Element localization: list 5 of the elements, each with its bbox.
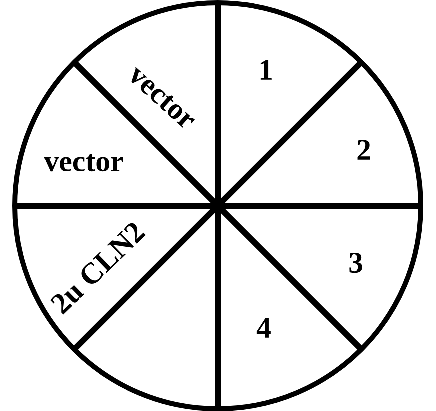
sector-label: vector (44, 154, 124, 172)
sector-label: 2 (358, 140, 370, 160)
sector-label: 1 (260, 60, 272, 80)
sector-label: 3 (350, 252, 362, 274)
sector-label: 4 (256, 318, 271, 338)
